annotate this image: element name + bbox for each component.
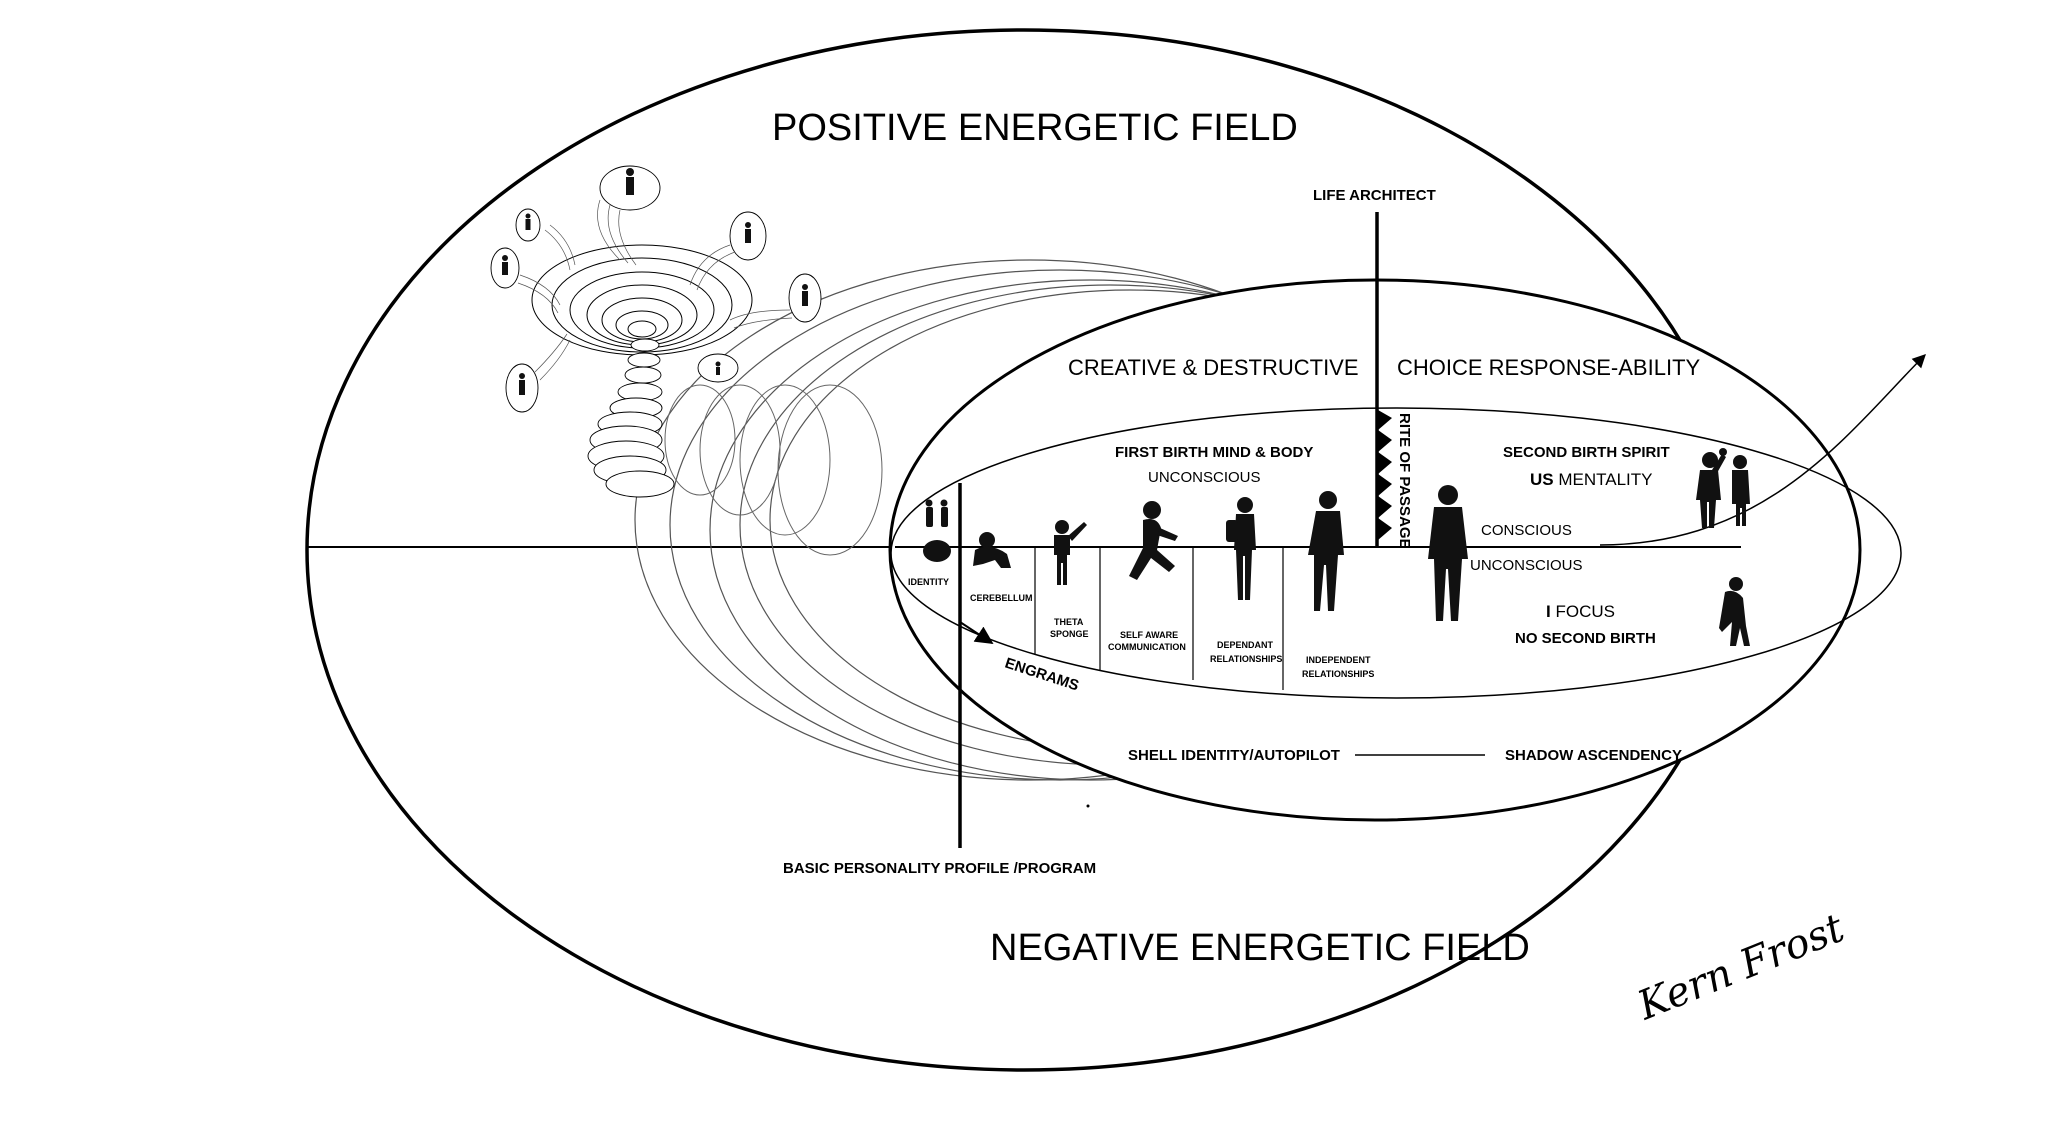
- vortex-graphic: [490, 165, 883, 556]
- father-child-icon: [1696, 448, 1750, 528]
- stage-dependant-relationships: RELATIONSHIPS: [1210, 654, 1282, 664]
- unconscious-right-label: UNCONSCIOUS: [1470, 557, 1583, 574]
- baby-icon: [973, 532, 1011, 568]
- stage-dividers: [1034, 547, 1284, 690]
- no-second-birth-label: NO SECOND BIRTH: [1515, 630, 1656, 647]
- stage-dependant: DEPENDANT: [1217, 640, 1274, 650]
- positive-field-title: POSITIVE ENERGETIC FIELD: [772, 107, 1298, 149]
- teen-icon: [1308, 491, 1344, 611]
- rite-of-passage-label: RITE OF PASSAGE: [1396, 413, 1413, 549]
- second-birth-label: SECOND BIRTH SPIRIT: [1503, 444, 1670, 461]
- us-mentality-label: US MENTALITY: [1530, 470, 1653, 489]
- student-icon: [1226, 497, 1256, 600]
- stage-communication: COMMUNICATION: [1108, 642, 1186, 652]
- stage-self-aware: SELF AWARE: [1120, 630, 1178, 640]
- creative-destructive-label: CREATIVE & DESTRUCTIVE: [1068, 355, 1359, 380]
- choice-response-label: CHOICE RESPONSE-ABILITY: [1397, 355, 1701, 380]
- running-child-icon: [1129, 501, 1178, 580]
- signature: Kern Frost: [1631, 905, 1852, 1030]
- life-stage-ellipse: [890, 407, 1902, 699]
- stage-identity: IDENTITY: [908, 577, 949, 587]
- stage-cerebellum: CEREBELLUM: [970, 593, 1033, 603]
- shell-identity-label: SHELL IDENTITY/AUTOPILOT: [1128, 747, 1340, 764]
- rite-of-passage-zigzag: [1378, 410, 1392, 540]
- stage-independent-relationships: RELATIONSHIPS: [1302, 669, 1374, 679]
- basic-profile-label: BASIC PERSONALITY PROFILE /PROGRAM: [783, 860, 1096, 877]
- ascension-arrow: [1599, 354, 1926, 546]
- stage-sponge: SPONGE: [1050, 629, 1089, 639]
- toddler-icon: [1054, 520, 1087, 585]
- stage-theta: THETA: [1054, 617, 1084, 627]
- conscious-label: CONSCIOUS: [1481, 522, 1572, 539]
- unconscious-top-label: UNCONSCIOUS: [1148, 469, 1261, 486]
- man-icon: [1428, 485, 1468, 621]
- engrams-arrow: [959, 621, 994, 644]
- first-birth-label: FIRST BIRTH MIND & BODY: [1115, 444, 1313, 461]
- brain-icon: [923, 540, 951, 562]
- stage-independent: INDEPENDENT: [1306, 655, 1371, 665]
- old-man-icon: [1719, 577, 1750, 646]
- couple-icon: [925, 499, 948, 527]
- shadow-ascendency-label: SHADOW ASCENDENCY: [1505, 747, 1682, 764]
- choice-ellipse: [888, 278, 1862, 822]
- i-focus-label: I FOCUS: [1546, 602, 1615, 621]
- life-architect-label: LIFE ARCHITECT: [1313, 187, 1436, 204]
- negative-field-title: NEGATIVE ENERGETIC FIELD: [990, 927, 1530, 969]
